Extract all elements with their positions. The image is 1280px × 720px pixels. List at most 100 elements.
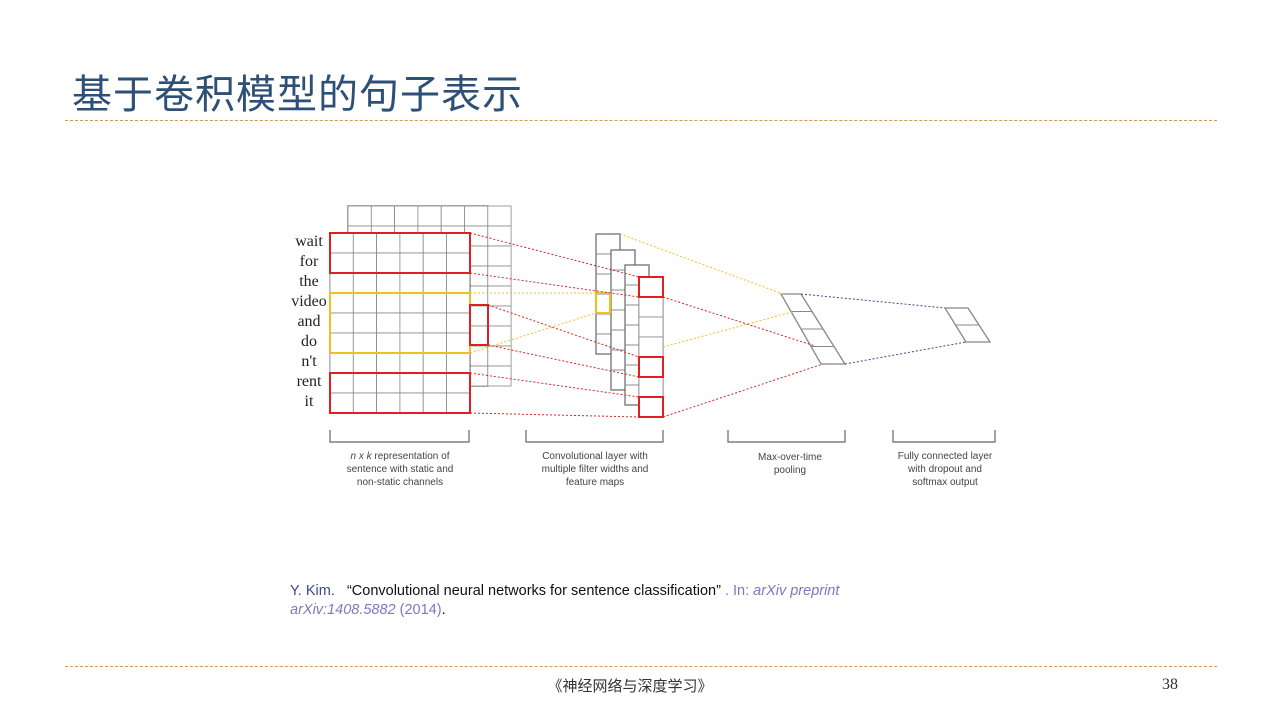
word-5: do — [301, 333, 317, 350]
word-1: for — [299, 253, 319, 270]
feature-cell-red — [638, 396, 664, 418]
word-2: the — [299, 273, 319, 290]
matrix-cell — [422, 392, 447, 414]
matrix-cell — [446, 252, 471, 274]
matrix-cell — [446, 332, 471, 354]
matrix-cell — [446, 232, 471, 254]
connection-line — [662, 363, 824, 418]
feature-map-cell — [638, 336, 664, 358]
matrix-cell — [352, 372, 377, 394]
citation-in: . In: — [724, 583, 750, 599]
word-6: n't — [301, 353, 317, 370]
matrix-cell — [352, 272, 377, 294]
word-0: wait — [295, 233, 323, 250]
connection-line — [469, 412, 640, 418]
matrix-cell — [376, 232, 401, 254]
word-7: rent — [296, 373, 322, 390]
citation-year: (2014) — [399, 602, 442, 618]
matrix-cell — [399, 372, 424, 394]
word-4: and — [297, 313, 321, 330]
matrix-cell — [352, 352, 377, 374]
matrix-cell — [399, 352, 424, 374]
matrix-cell — [446, 292, 471, 314]
matrix-cell — [352, 292, 377, 314]
matrix-cell — [422, 312, 447, 334]
matrix-cell — [422, 352, 447, 374]
matrix-cell — [347, 205, 372, 227]
citation-title: “Convolutional neural networks for sente… — [346, 583, 721, 599]
slide-title: 基于卷积模型的句子表示 — [72, 72, 523, 118]
matrix-cell — [446, 272, 471, 294]
citation-author: Y. Kim. — [290, 583, 335, 599]
matrix-cell — [487, 325, 512, 347]
connection-line — [662, 296, 816, 347]
matrix-cell — [487, 225, 512, 247]
matrix-cell — [352, 332, 377, 354]
matrix-cell — [399, 232, 424, 254]
word-3: video — [291, 293, 327, 310]
feature-map-cell — [638, 376, 664, 398]
citation: Y. Kim. “Convolutional neural networks f… — [290, 582, 930, 620]
connection-line — [469, 232, 640, 278]
matrix-cell — [422, 332, 447, 354]
matrix-cell — [417, 205, 442, 227]
filter-window-red — [329, 372, 471, 414]
matrix-cell — [487, 365, 512, 387]
matrix-cell — [352, 392, 377, 414]
word-8: it — [304, 393, 314, 410]
connection-line — [844, 341, 967, 365]
matrix-cell — [422, 292, 447, 314]
connection-line — [800, 293, 946, 309]
matrix-cell — [376, 272, 401, 294]
stage-bracket — [727, 430, 846, 443]
matrix-cell — [399, 272, 424, 294]
matrix-cell — [440, 205, 465, 227]
feature-cell-red — [638, 276, 664, 298]
citation-venue: arXiv preprint arXiv:1408.5882 — [290, 583, 840, 618]
matrix-cell — [370, 205, 395, 227]
filter-window-red — [329, 232, 471, 274]
connection-line — [662, 311, 793, 348]
matrix-cell — [399, 292, 424, 314]
matrix-cell — [399, 332, 424, 354]
feature-map-cell — [638, 276, 664, 298]
matrix-cell — [376, 252, 401, 274]
matrix-cell — [376, 372, 401, 394]
matrix-cell — [394, 205, 419, 227]
page-number: 38 — [1162, 676, 1178, 693]
matrix-cell — [487, 205, 512, 227]
connection-line — [469, 272, 640, 298]
citation-end: . — [441, 602, 446, 618]
feature-map-cell — [638, 356, 664, 378]
connection-line — [469, 372, 640, 398]
footer-divider — [65, 666, 1217, 667]
feature-map-cell — [638, 316, 664, 338]
matrix-cell — [422, 272, 447, 294]
matrix-cell — [446, 312, 471, 334]
matrix-cell — [352, 312, 377, 334]
filter-window-red-back — [469, 304, 489, 346]
title-divider — [65, 120, 1217, 121]
matrix-cell — [376, 352, 401, 374]
matrix-cell — [399, 392, 424, 414]
matrix-cell — [422, 232, 447, 254]
matrix-cell — [352, 232, 377, 254]
connection-line — [487, 304, 640, 358]
footer-book-title: 《神经网络与深度学习》 — [547, 677, 713, 695]
feature-map-cell — [638, 296, 664, 318]
matrix-cell — [376, 292, 401, 314]
feature-cell-red — [638, 356, 664, 378]
connection-line — [487, 344, 640, 378]
feature-cell-yellow — [595, 292, 611, 314]
connection-line — [619, 233, 784, 295]
matrix-cell — [376, 392, 401, 414]
matrix-cell — [399, 312, 424, 334]
matrix-cell — [487, 285, 512, 307]
stage-bracket — [892, 430, 996, 443]
stage-bracket — [329, 430, 470, 443]
